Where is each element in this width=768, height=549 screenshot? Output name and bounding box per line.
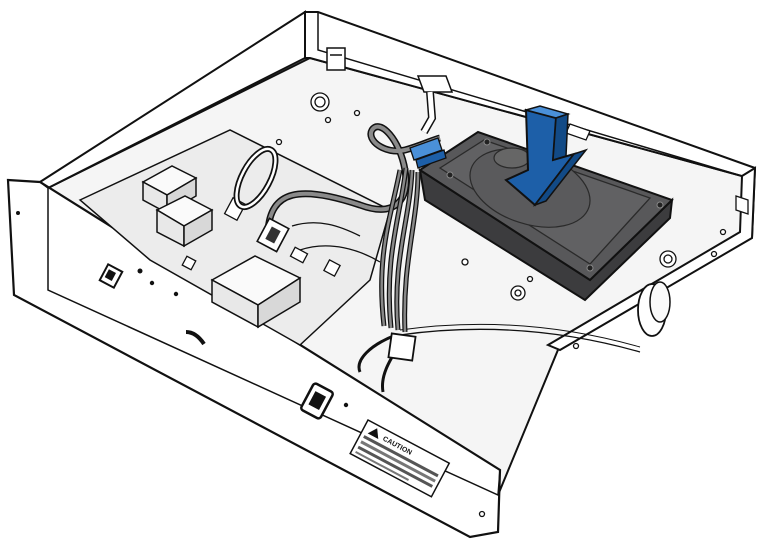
chip-3 xyxy=(210,255,302,329)
board-header-connector xyxy=(256,217,290,253)
power-cable-bundle xyxy=(357,167,421,393)
rear-connector xyxy=(416,75,454,93)
front-slot xyxy=(185,330,206,346)
power-connector-icon xyxy=(98,262,124,290)
power-connector-block xyxy=(387,332,417,362)
rear-tab xyxy=(326,47,346,71)
floor-holes xyxy=(275,92,727,350)
chip-1 xyxy=(141,165,198,215)
down-arrow-icon xyxy=(504,105,589,207)
thin-wire xyxy=(399,328,641,353)
standoff-post xyxy=(637,281,671,337)
chip-2 xyxy=(155,195,214,248)
sata-connector-highlight xyxy=(409,137,447,169)
warning-label: CAUTION xyxy=(349,418,451,498)
right-side-wall xyxy=(545,166,757,352)
power-switch-icon xyxy=(300,382,334,420)
